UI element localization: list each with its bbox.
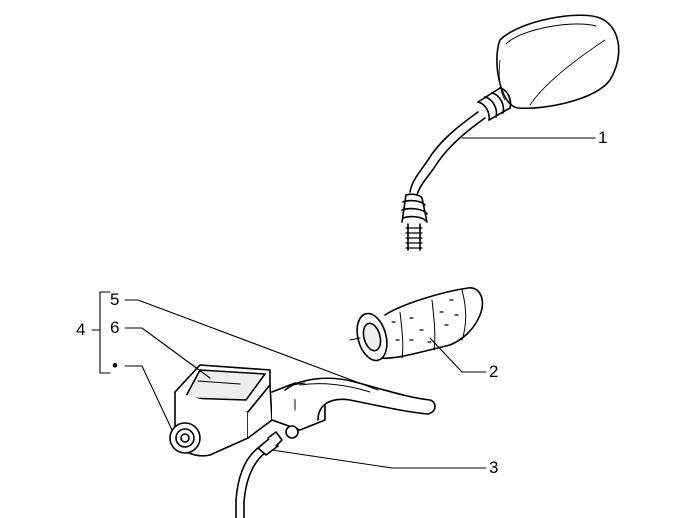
callout-6: 6 <box>110 318 120 337</box>
callout-3: 3 <box>489 458 499 477</box>
brake-cable <box>235 431 283 518</box>
mirror <box>401 14 620 251</box>
callout-4: 4 <box>76 320 86 339</box>
group-bullet: • <box>112 356 118 375</box>
callout-1: 1 <box>598 128 608 147</box>
callout-5: 5 <box>110 290 120 309</box>
master-cylinder <box>169 364 326 457</box>
callout-2: 2 <box>489 362 499 381</box>
brake-lever <box>284 377 436 421</box>
leader-lines <box>91 137 596 469</box>
handlebar-grip <box>349 287 484 362</box>
